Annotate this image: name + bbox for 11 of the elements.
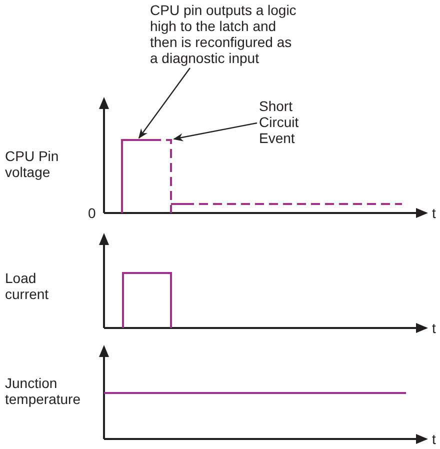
callout-text: Short Circuit Event xyxy=(259,98,319,146)
axis-label: CPU Pin voltage xyxy=(5,148,60,180)
callout-text: CPU pin outputs a logic high to the latch and then is reconfigured as a diagnostic input xyxy=(150,2,300,66)
axis-label: t xyxy=(432,205,436,221)
axis-label: Junction temperature xyxy=(5,375,82,407)
leader-arrow xyxy=(173,122,258,142)
leader-arrow xyxy=(138,68,190,139)
axis-value: 0 xyxy=(88,205,96,221)
axis-label: Load current xyxy=(5,270,50,302)
axis-label: t xyxy=(432,320,436,336)
axis-label: t xyxy=(432,431,436,447)
